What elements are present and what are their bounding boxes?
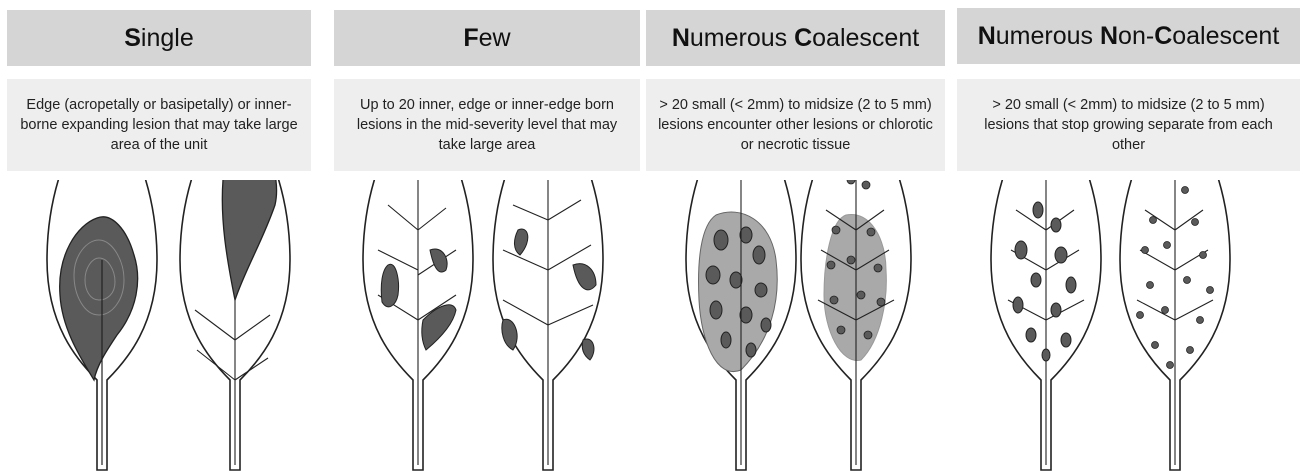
title-bold-letter: F — [463, 24, 478, 53]
title-rest: oalescent — [812, 24, 919, 53]
title-bold-letter: N — [978, 22, 996, 51]
leaf-illustrations — [0, 180, 1306, 473]
title-rest: umerous — [690, 24, 794, 53]
leaf-few-b — [493, 180, 603, 470]
title-rest: ew — [479, 24, 511, 53]
leaf-numerous-coalescent-b — [801, 180, 911, 470]
leaf-few-a — [363, 180, 473, 470]
title-bold-letter: S — [124, 24, 141, 53]
category-description-single: Edge (acropetally or basipetally) or inn… — [7, 79, 311, 171]
leaf-single-b — [180, 180, 290, 470]
title-bold-letter: C — [794, 24, 812, 53]
title-rest: ingle — [141, 24, 194, 53]
title-rest: on- — [1118, 22, 1154, 51]
title-rest: umerous — [996, 22, 1100, 51]
leaf-numerous-coalescent-a — [686, 180, 796, 470]
title-bold-letter: C — [1154, 22, 1172, 51]
title-bold-letter: N — [1100, 22, 1118, 51]
lesion — [381, 264, 398, 307]
category-description-numerous-coalescent: > 20 small (< 2mm) to midsize (2 to 5 mm… — [646, 79, 945, 171]
title-rest: oalescent — [1172, 22, 1279, 51]
leaf-numerous-non-coalescent-a — [991, 180, 1101, 470]
leaf-numerous-non-coalescent-b — [1120, 180, 1230, 470]
category-description-few: Up to 20 inner, edge or inner-edge born … — [334, 79, 640, 171]
title-bold-letter: N — [672, 24, 690, 53]
leaf-single-a — [47, 180, 157, 470]
category-description-numerous-non-coalescent: > 20 small (< 2mm) to midsize (2 to 5 mm… — [957, 79, 1300, 171]
lesion — [582, 339, 594, 360]
